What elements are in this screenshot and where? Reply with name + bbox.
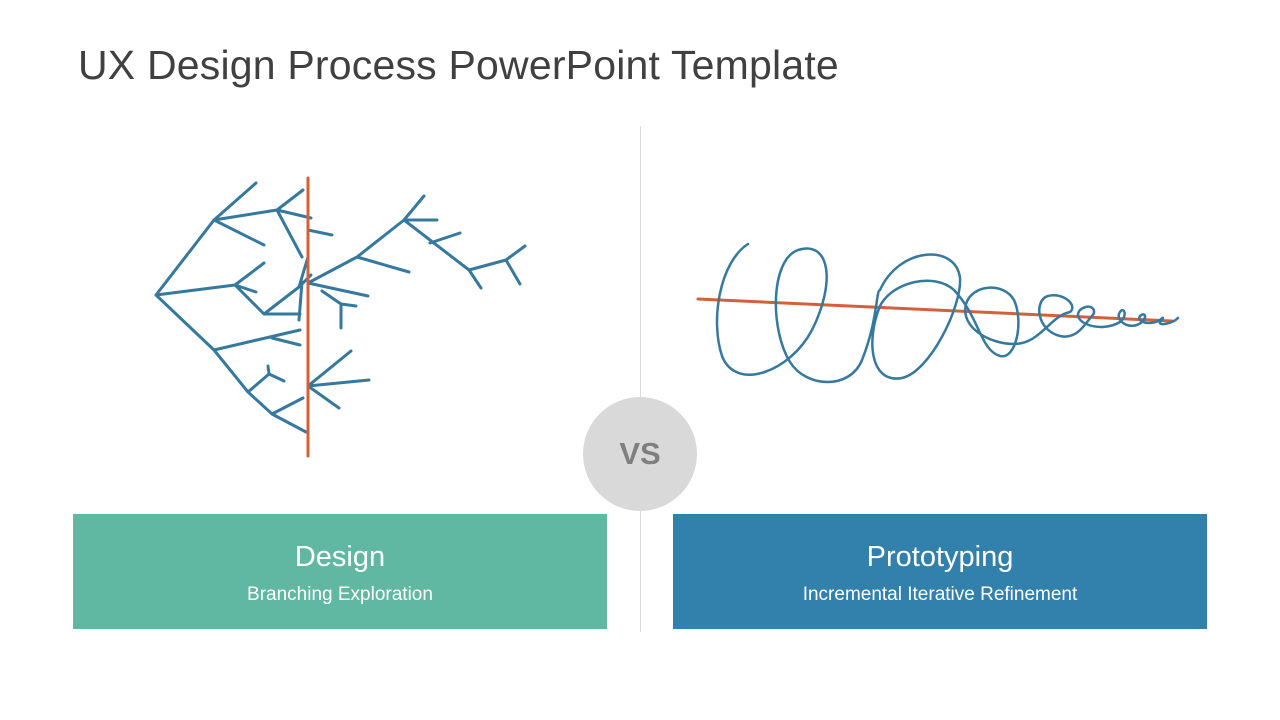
design-card-title: Design	[294, 541, 386, 573]
prototyping-card-subtitle: Incremental Iterative Refinement	[802, 584, 1078, 605]
center-divider	[640, 126, 641, 632]
vs-badge: VS	[583, 397, 697, 511]
spiral-axis-line	[696, 297, 1174, 323]
iterative-spiral-illustration	[696, 242, 1180, 384]
branching-tree-illustration	[154, 176, 527, 458]
design-card: Design Branching Exploration	[73, 514, 607, 629]
tree-branches	[154, 181, 527, 434]
prototyping-card: Prototyping Incremental Iterative Refine…	[673, 514, 1207, 629]
slide-title: UX Design Process PowerPoint Template	[78, 42, 839, 88]
spiral-curve	[715, 242, 1180, 384]
prototyping-card-title: Prototyping	[866, 541, 1014, 573]
design-card-subtitle: Branching Exploration	[247, 584, 433, 605]
